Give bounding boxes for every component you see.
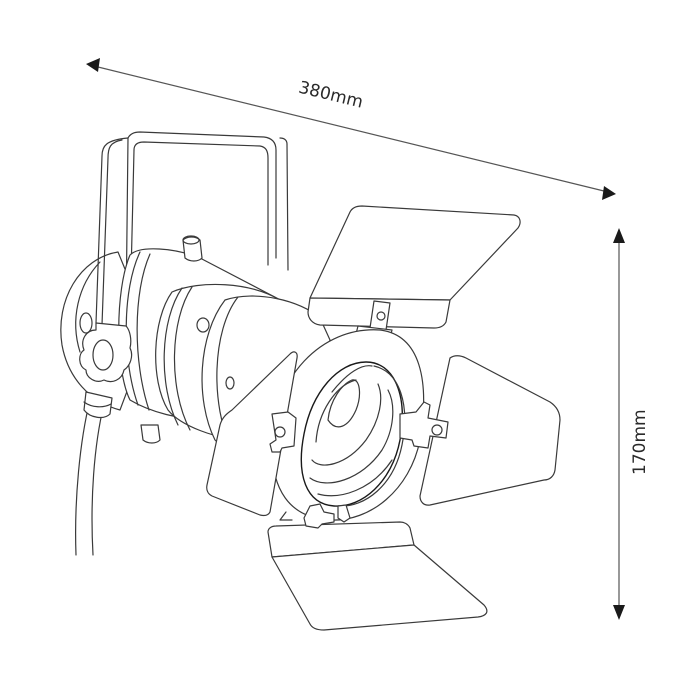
arrow-up-icon bbox=[613, 228, 625, 243]
dimension-line-length bbox=[93, 65, 609, 193]
barn-door-bottom bbox=[267, 503, 488, 631]
arrow-left-icon bbox=[86, 58, 100, 72]
barn-door-left bbox=[206, 351, 298, 517]
arrow-right-icon bbox=[602, 186, 616, 200]
arrow-down-icon bbox=[613, 605, 625, 620]
lens bbox=[300, 361, 406, 507]
dimension-length: 380mm bbox=[86, 58, 616, 200]
barn-door-right bbox=[399, 355, 561, 506]
power-cable bbox=[75, 399, 105, 556]
barn-door-top bbox=[307, 205, 521, 353]
dimension-label-length: 380mm bbox=[297, 78, 365, 113]
dimension-label-height: 170mm bbox=[630, 409, 650, 475]
dimension-height: 170mm bbox=[613, 228, 650, 620]
knob bbox=[79, 322, 133, 419]
